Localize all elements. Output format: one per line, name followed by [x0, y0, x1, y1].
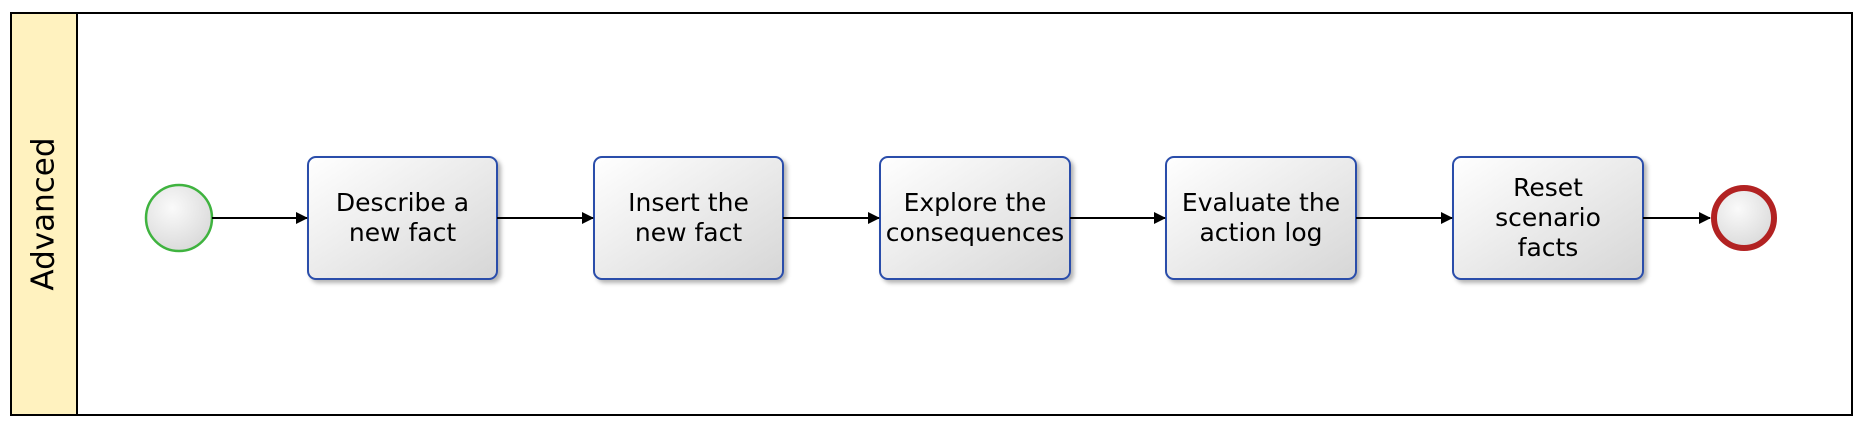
task-insert[interactable]: Insert the new fact	[594, 157, 783, 279]
task-evaluate[interactable]: Evaluate the action log	[1166, 157, 1356, 279]
task-describe[interactable]: Describe a new fact	[308, 157, 497, 279]
task-label: Reset scenario facts	[1495, 173, 1601, 262]
task-explore[interactable]: Explore the consequences	[880, 157, 1070, 279]
lane-label-text: Advanced	[26, 137, 62, 291]
end-event[interactable]	[1711, 185, 1777, 251]
lane-header	[10, 12, 78, 416]
task-label: Describe a new fact	[335, 188, 470, 247]
start-event[interactable]	[144, 183, 214, 253]
task-label: Explore the consequences	[885, 188, 1065, 247]
task-label: Evaluate the action log	[1181, 188, 1341, 247]
task-label: Insert the new fact	[628, 188, 749, 247]
task-reset[interactable]: Reset scenario facts	[1453, 157, 1643, 279]
lane-label: Advanced	[11, 13, 77, 415]
